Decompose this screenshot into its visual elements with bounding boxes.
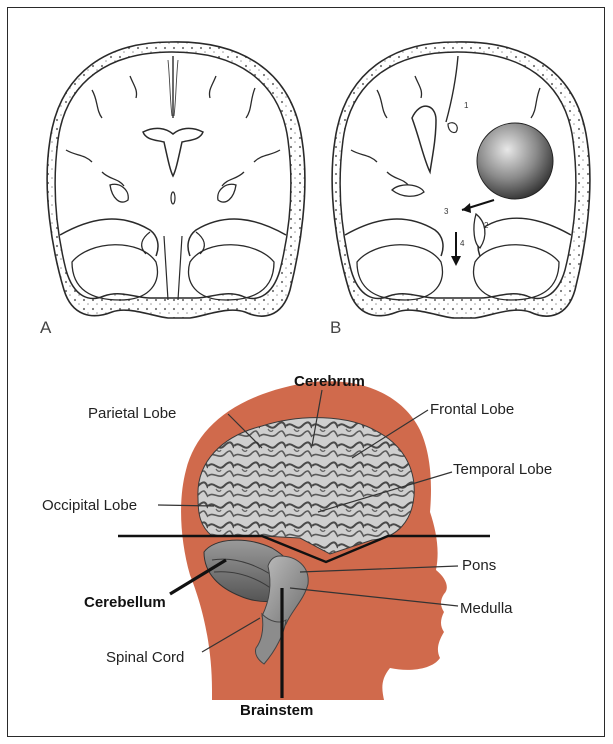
label-spinal-cord: Spinal Cord xyxy=(106,649,184,666)
label-medulla: Medulla xyxy=(460,600,513,617)
label-temporal-lobe: Temporal Lobe xyxy=(453,461,552,478)
label-occipital-lobe: Occipital Lobe xyxy=(42,497,137,514)
label-parietal-lobe: Parietal Lobe xyxy=(88,405,176,422)
head-brain-diagram: Cerebrum Parietal Lobe Frontal Lobe Temp… xyxy=(42,373,552,719)
panel-b-coronal-skull-herniation: 1 2 3 4 B xyxy=(330,42,590,337)
marker-3: 3 xyxy=(444,207,449,216)
label-cerebrum: Cerebrum xyxy=(294,373,365,390)
label-brainstem: Brainstem xyxy=(240,702,313,719)
marker-4: 4 xyxy=(460,239,465,248)
marker-1: 1 xyxy=(464,101,469,110)
panel-b-letter: B xyxy=(330,318,341,337)
panel-a-coronal-skull: A xyxy=(40,42,305,337)
label-pons: Pons xyxy=(462,557,496,574)
label-cerebellum: Cerebellum xyxy=(84,594,166,611)
panel-a-letter: A xyxy=(40,318,52,337)
label-frontal-lobe: Frontal Lobe xyxy=(430,401,514,418)
